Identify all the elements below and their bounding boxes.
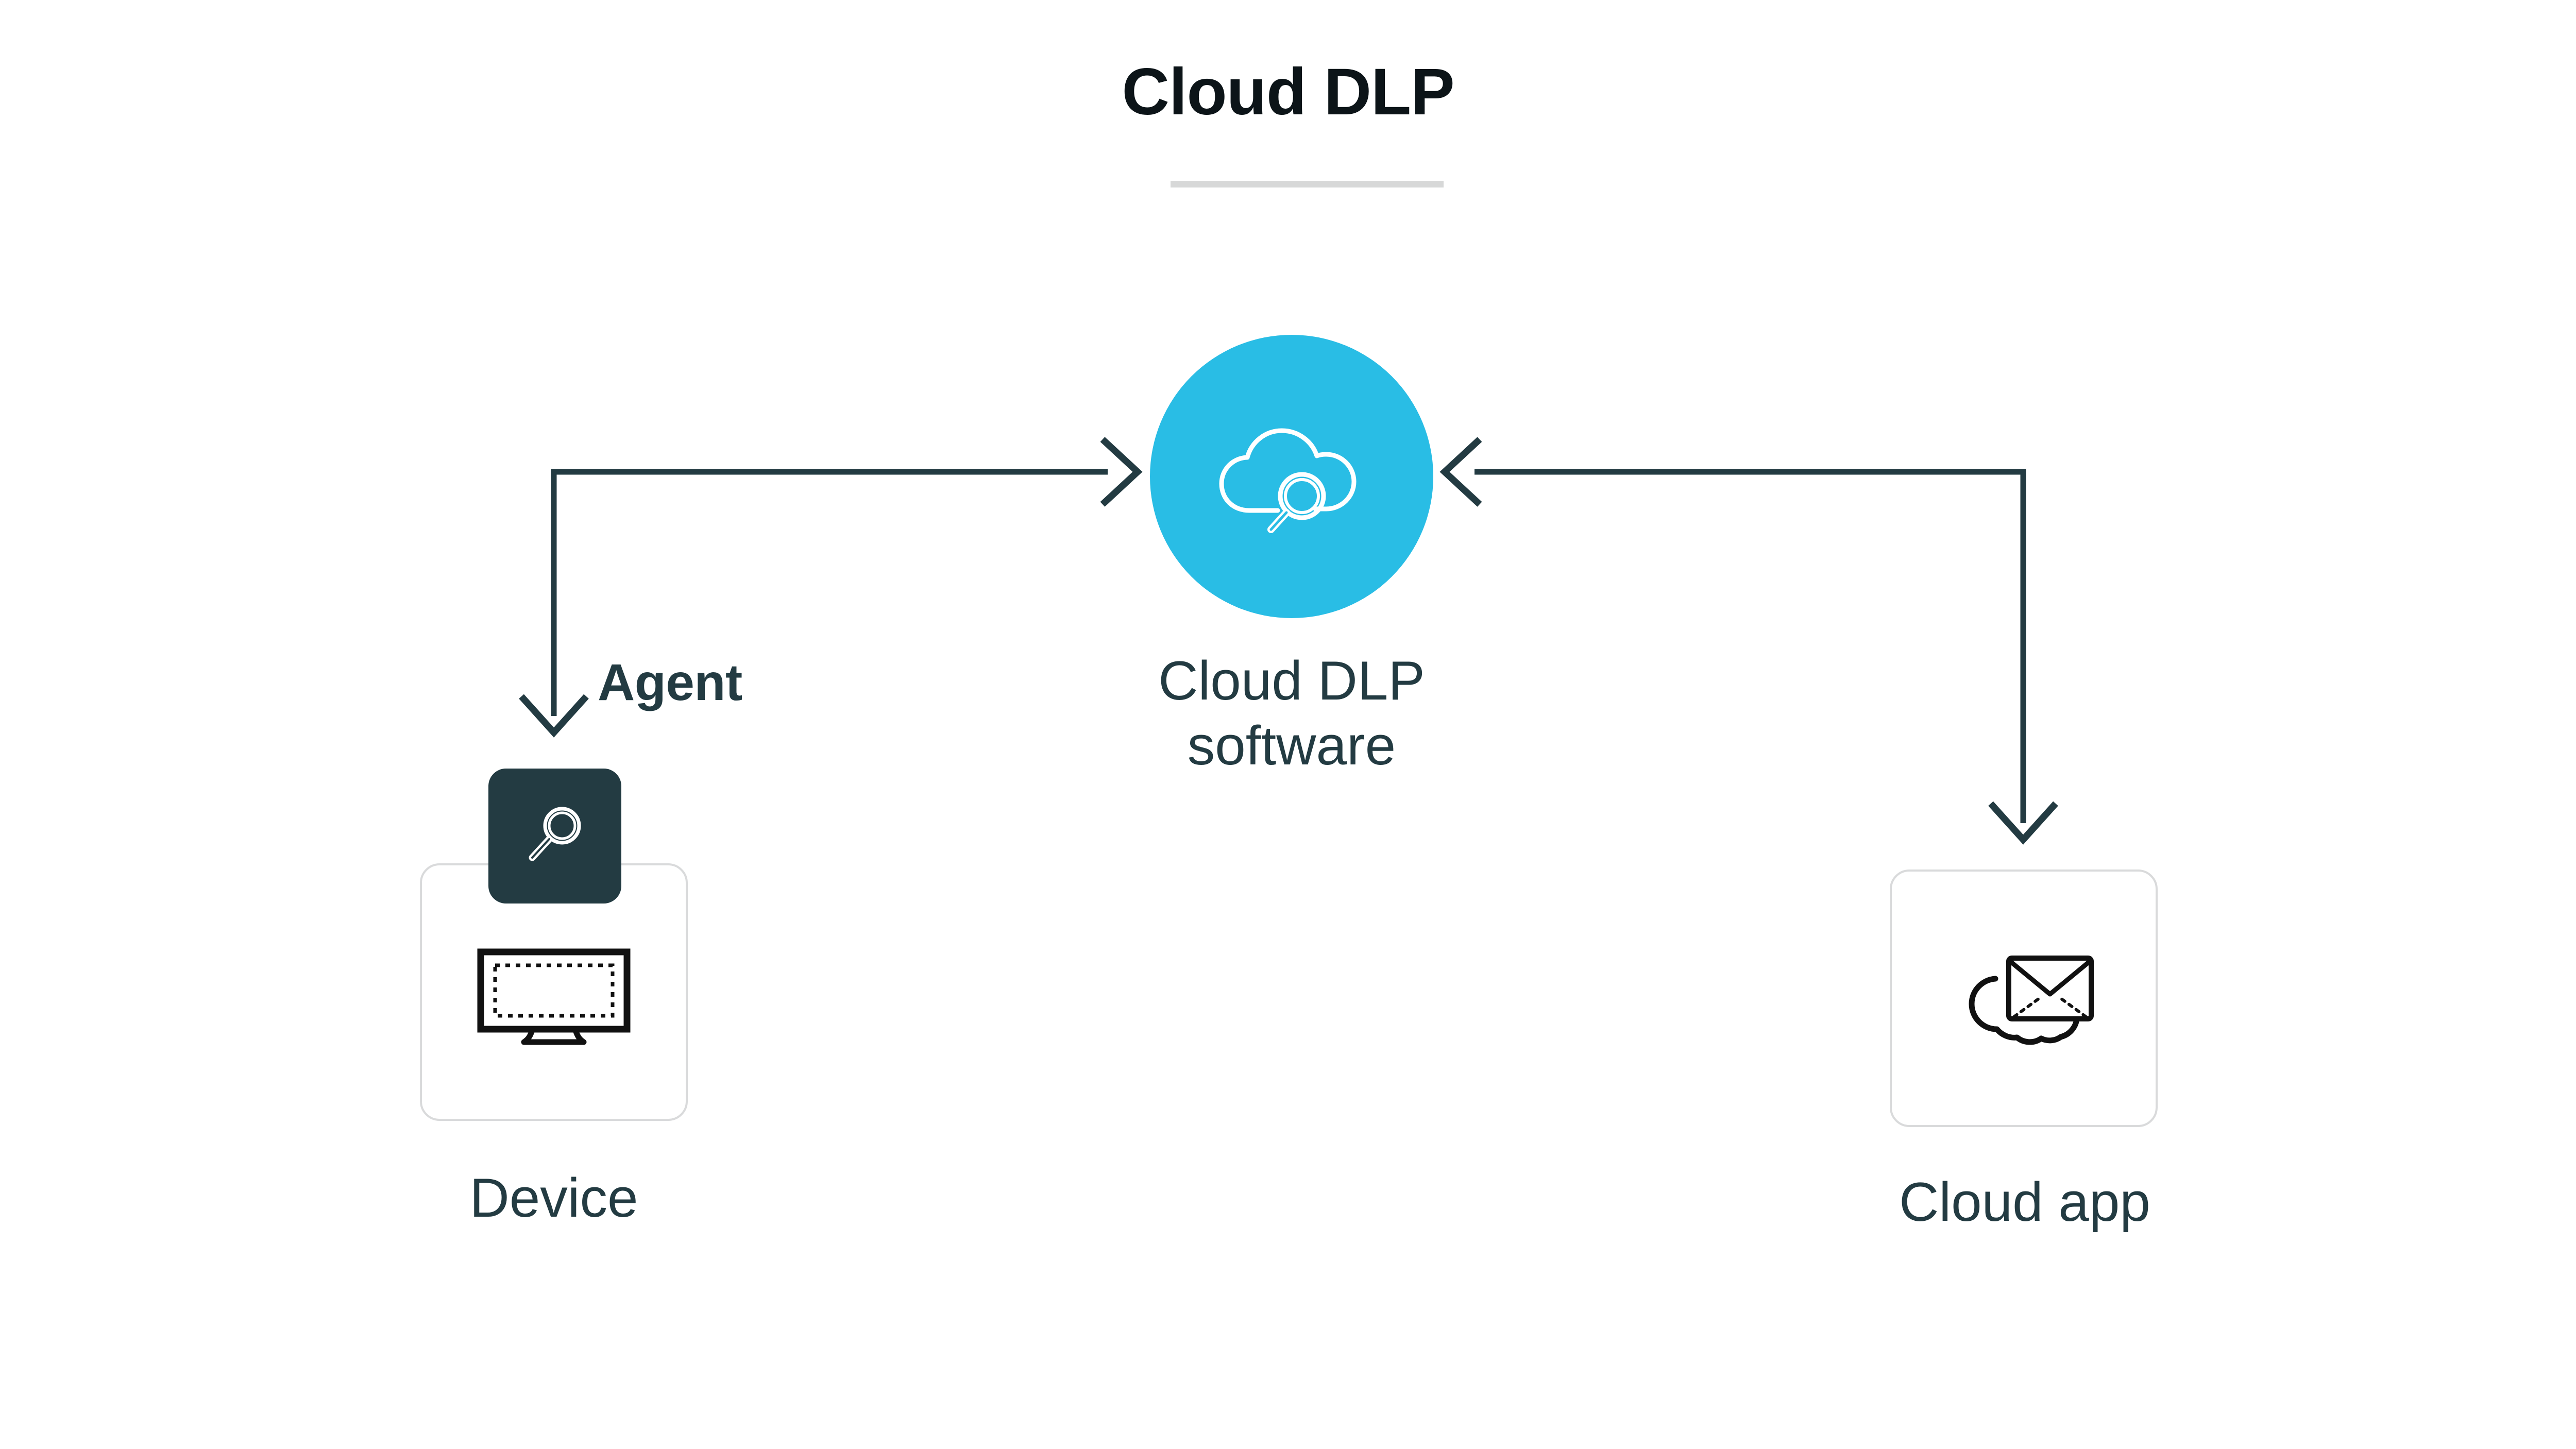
magnifier-icon	[529, 807, 581, 861]
cloud-magnifier-icon	[1219, 428, 1357, 533]
cloud-dlp-node[interactable]	[1150, 335, 1433, 618]
cloud-app-node[interactable]	[1890, 870, 2158, 1127]
agent-badge[interactable]	[488, 769, 621, 904]
connector-device-to-dlp	[519, 437, 1143, 738]
device-node[interactable]	[420, 863, 688, 1121]
title-underline-rule	[1171, 181, 1444, 187]
cloud-app-label: Cloud app	[1899, 1171, 2150, 1233]
cloud-envelope-icon	[1969, 956, 2094, 1045]
page-title: Cloud DLP	[1122, 55, 1454, 129]
cloud-dlp-label: Cloud DLP software	[1158, 650, 1425, 777]
connector-cloudapp-to-dlp	[1439, 437, 2058, 845]
agent-label: Agent	[598, 654, 742, 711]
monitor-icon	[477, 948, 631, 1045]
device-label: Device	[469, 1167, 638, 1229]
